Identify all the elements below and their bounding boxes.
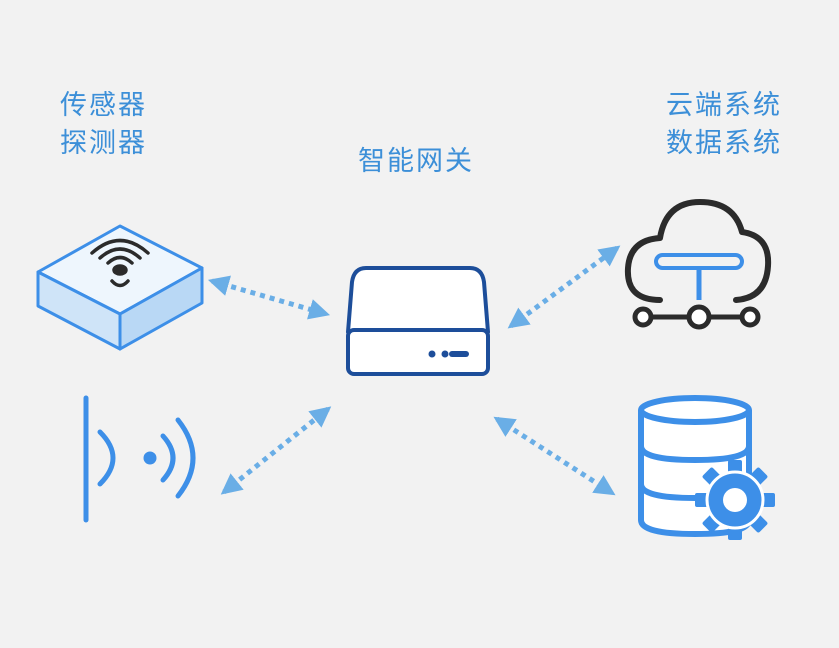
gateway-device-icon — [346, 266, 490, 376]
arrow-gateway-database — [493, 416, 616, 496]
arrow-gateway-cloud — [507, 245, 621, 329]
sensor-group-label: 传感器 探测器 — [60, 87, 147, 163]
detector-label: 探测器 — [60, 128, 147, 159]
cloud-system-label: 云端系统 — [666, 90, 782, 121]
arrow-sensor-gateway — [207, 275, 331, 320]
gateway-label-text: 智能网关 — [358, 146, 474, 177]
sensor-label: 传感器 — [60, 90, 147, 121]
detector-wave-icon — [83, 395, 196, 523]
database-gear-icon — [638, 395, 775, 540]
cloud-network-icon — [624, 199, 772, 330]
cloud-group-label: 云端系统 数据系统 — [666, 87, 782, 163]
sensor-box-icon — [36, 224, 204, 351]
data-system-label: 数据系统 — [666, 128, 782, 159]
arrow-detector-gateway — [220, 406, 332, 495]
gateway-label: 智能网关 — [358, 143, 474, 181]
